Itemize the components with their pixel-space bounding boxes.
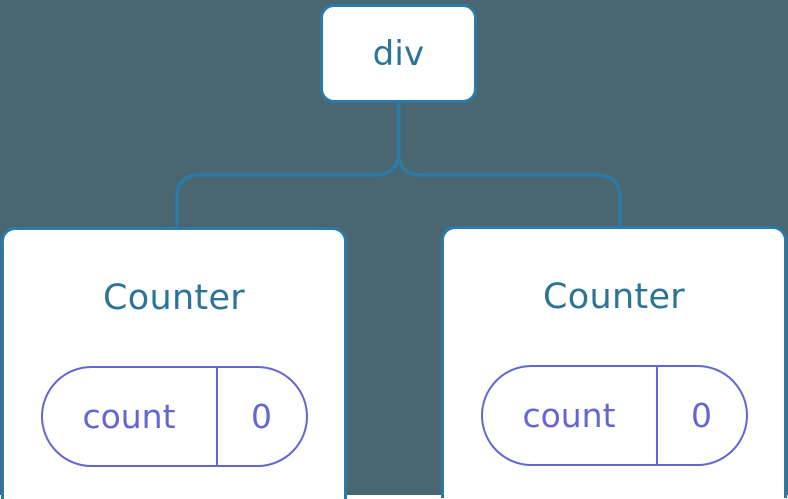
node-counter-right[interactable]: Counter count 0	[441, 226, 787, 498]
counter-right-title: Counter	[543, 277, 685, 317]
counter-right-state-value: 0	[658, 367, 746, 464]
counter-left-state-key: count	[43, 368, 218, 465]
root-node-label: div	[372, 33, 425, 74]
counter-left-state-value-label: 0	[251, 397, 272, 436]
counter-right-state-key: count	[483, 367, 658, 464]
node-root-div[interactable]: div	[320, 4, 477, 103]
counter-left-state-value: 0	[218, 368, 306, 465]
edge-root-to-right-counter	[396, 100, 622, 231]
counter-right-state-key-label: count	[522, 396, 616, 435]
counter-right-state-value-label: 0	[691, 396, 712, 435]
node-counter-left[interactable]: Counter count 0	[1, 227, 347, 499]
counter-right-state-pill[interactable]: count 0	[480, 365, 748, 466]
counter-left-state-key-label: count	[82, 397, 176, 436]
counter-left-state-pill[interactable]: count 0	[40, 366, 308, 467]
counter-left-title: Counter	[103, 278, 245, 318]
edge-root-to-left-counter	[175, 100, 401, 231]
